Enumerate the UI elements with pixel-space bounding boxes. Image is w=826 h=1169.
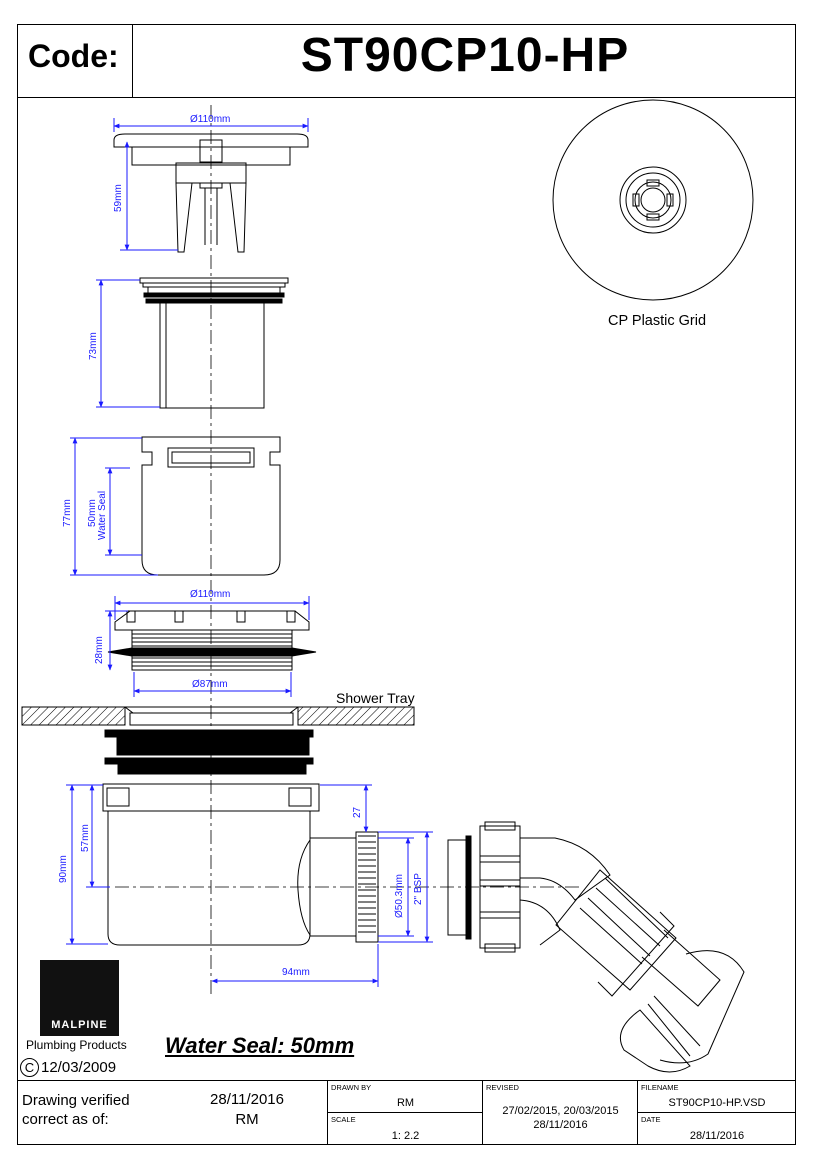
filename-cell: FILENAME ST90CP10-HP.VSD xyxy=(638,1081,796,1113)
copyright-date: 12/03/2009 xyxy=(41,1059,117,1076)
cp-grid-label: CP Plastic Grid xyxy=(608,313,707,329)
grid-diameter-label: Ø110mm xyxy=(190,114,230,125)
water-seal-label-a: 50mm xyxy=(87,499,98,527)
verified-label: Drawing verified correct as of: xyxy=(22,1092,130,1128)
date-cell: DATE 28/11/2016 xyxy=(638,1113,796,1145)
seals xyxy=(104,729,314,775)
copyright-line: C 12/03/2009 xyxy=(20,1058,116,1077)
drawn-by-value: RM xyxy=(396,1097,415,1109)
verified-by: RM xyxy=(235,1111,259,1128)
drawn-by-label: DRAWN BY xyxy=(331,1083,372,1092)
flange-height-label: 28mm xyxy=(94,636,105,664)
filename-value: ST90CP10-HP.VSD xyxy=(668,1097,766,1109)
body-height-label: 73mm xyxy=(88,332,99,360)
scale-cell: SCALE 1: 2.2 xyxy=(328,1113,483,1145)
copyright-icon: C xyxy=(20,1058,39,1077)
grid-part xyxy=(113,133,309,253)
outlet-offset-label: 27 xyxy=(352,806,363,818)
outlet-diameter-label: Ø50.3mm xyxy=(394,874,405,918)
overall-height-label: 90mm xyxy=(58,855,69,883)
thread-diameter-label: Ø87mm xyxy=(192,679,228,690)
revised-dates-2: 28/11/2016 xyxy=(533,1119,588,1131)
shower-tray xyxy=(21,706,415,726)
code-label: Code: xyxy=(28,38,119,74)
scale-value: 1: 2.2 xyxy=(391,1130,420,1142)
scale-label: SCALE xyxy=(331,1115,356,1124)
trap-body xyxy=(102,783,379,946)
malpine-logo-text: MALPINE xyxy=(40,1019,119,1031)
grid-height-label: 59mm xyxy=(113,184,124,212)
date-value: 28/11/2016 xyxy=(689,1130,745,1142)
flange-diameter-label: Ø110mm xyxy=(190,589,230,600)
revised-label: REVISED xyxy=(486,1083,519,1092)
revised-dates-1: 27/02/2015, 20/03/2015 xyxy=(502,1105,619,1117)
product-code: ST90CP10-HP xyxy=(300,29,630,82)
header-separator xyxy=(132,24,133,98)
shower-tray-label: Shower Tray xyxy=(336,690,415,706)
outlet-length-label: 94mm xyxy=(282,967,310,978)
verified-cell: Drawing verified correct as of: 28/11/20… xyxy=(17,1081,328,1145)
trap-insert xyxy=(141,436,281,576)
water-seal-label-b: Water Seal xyxy=(97,491,108,540)
plumbing-products-label: Plumbing Products xyxy=(26,1038,127,1052)
drawn-by-cell: DRAWN BY RM xyxy=(328,1081,483,1113)
outlet-height-label: 57mm xyxy=(80,824,91,852)
title-block: Drawing verified correct as of: 28/11/20… xyxy=(17,1080,796,1146)
elbow-connector xyxy=(447,821,745,1073)
water-seal-heading: Water Seal: 50mm xyxy=(165,1033,355,1058)
trap-height-label: 77mm xyxy=(62,499,73,527)
flange-nut xyxy=(107,610,317,671)
date-label: DATE xyxy=(641,1115,661,1124)
verified-date: 28/11/2016 xyxy=(210,1091,284,1108)
filename-label: FILENAME xyxy=(641,1083,679,1092)
drawing-frame xyxy=(17,24,796,1145)
waste-body xyxy=(139,277,289,409)
revised-cell: REVISED 27/02/2015, 20/03/2015 28/11/201… xyxy=(483,1081,638,1145)
bsp-label: 2" BSP xyxy=(413,873,424,905)
cp-grid-top-view xyxy=(552,99,754,301)
header-divider xyxy=(17,97,796,98)
